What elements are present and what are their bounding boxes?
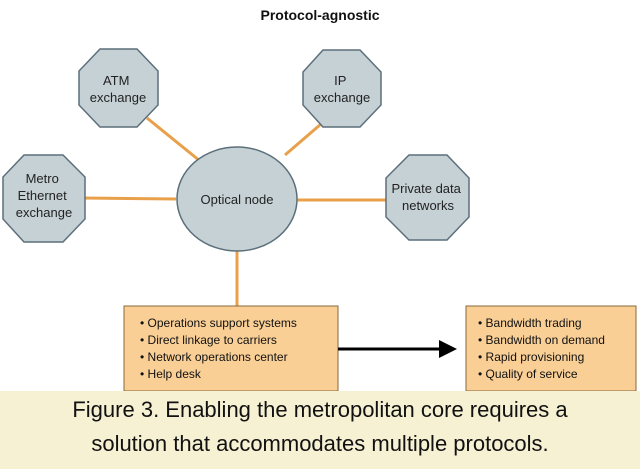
svg-text:Private data networks: Private data networks bbox=[392, 181, 465, 213]
operations-box: • Operations support systems • Direct li… bbox=[123, 305, 339, 391]
metro-ethernet-label-line: Metro bbox=[26, 171, 59, 186]
atm-exchange-octagon bbox=[78, 48, 159, 128]
optical-node-circle bbox=[176, 146, 298, 252]
metro-ethernet-exchange-node: Metro Ethernet exchange bbox=[2, 154, 86, 243]
services-box-item: • Rapid provisioning bbox=[478, 350, 584, 364]
svg-text:• Bandwidth trading • Ba: • Bandwidth trading • Bandwidth on deman… bbox=[478, 316, 608, 381]
ip-exchange-label-line: IP bbox=[334, 73, 346, 88]
private-data-networks-label-line: networks bbox=[402, 198, 455, 213]
operations-box-rect bbox=[123, 305, 339, 391]
figure-caption: Figure 3. Enabling the metropolitan core… bbox=[0, 391, 640, 469]
metro-ethernet-label-line: Ethernet bbox=[18, 188, 68, 203]
diagram-heading: Protocol-agnostic bbox=[260, 7, 379, 23]
optical-node-label: Optical node bbox=[201, 192, 274, 207]
ip-exchange-label-line: exchange bbox=[314, 90, 370, 105]
services-box-rect bbox=[465, 305, 637, 391]
caption-line: Figure 3. Enabling the metropolitan core… bbox=[72, 397, 568, 422]
operations-box-item: • Operations support systems bbox=[140, 316, 297, 330]
operations-box-item: • Direct linkage to carriers bbox=[140, 333, 277, 347]
private-data-networks-label-line: Private data bbox=[392, 181, 462, 196]
ip-exchange-node: IP exchange bbox=[302, 49, 382, 128]
svg-text:ATM exchange: ATM exchange bbox=[90, 73, 146, 105]
svg-text:• Operations support systems: • Operations support systems • Direct li… bbox=[140, 316, 300, 381]
metro-ethernet-exchange-octagon bbox=[2, 154, 86, 243]
metro-ethernet-label-line: exchange bbox=[16, 205, 72, 220]
private-data-networks-node: Private data networks bbox=[385, 154, 470, 241]
optical-node: Optical node bbox=[176, 146, 298, 252]
ip-exchange-octagon bbox=[302, 49, 382, 128]
arrowhead-icon bbox=[439, 340, 457, 358]
network-diagram: Protocol-agnostic ATM exchange IP exchan… bbox=[2, 7, 637, 391]
svg-text:Metro Ethernet exc: Metro Ethernet exchange bbox=[16, 171, 72, 220]
private-data-networks-octagon bbox=[385, 154, 470, 241]
arrow bbox=[338, 340, 457, 358]
connector-metro bbox=[82, 196, 177, 201]
operations-box-item: • Help desk bbox=[140, 367, 202, 381]
atm-exchange-node: ATM exchange bbox=[78, 48, 159, 128]
services-box-item: • Bandwidth on demand bbox=[478, 333, 605, 347]
services-box-item: • Quality of service bbox=[478, 367, 578, 381]
atm-exchange-label-line: ATM bbox=[103, 73, 129, 88]
caption-line: solution that accommodates multiple prot… bbox=[91, 431, 549, 456]
atm-exchange-label-line: exchange bbox=[90, 90, 146, 105]
services-box: • Bandwidth trading • Bandwidth on deman… bbox=[465, 305, 637, 391]
operations-box-item: • Network operations center bbox=[140, 350, 288, 364]
svg-text:IP exchange: IP exchange bbox=[314, 73, 370, 105]
services-box-item: • Bandwidth trading bbox=[478, 316, 582, 330]
connector-atm bbox=[146, 116, 201, 163]
